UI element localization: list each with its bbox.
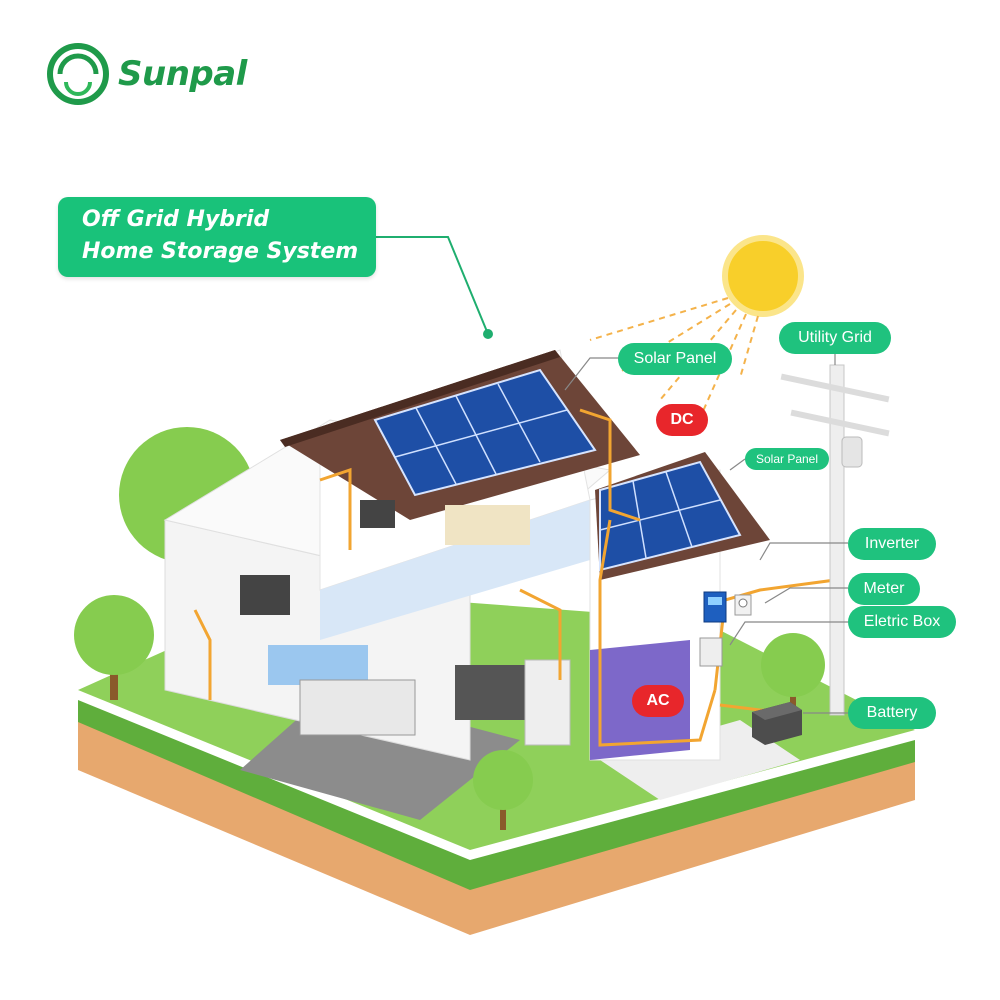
meter-icon <box>734 594 752 616</box>
title-line-1: Off Grid Hybrid <box>82 207 270 232</box>
brand-name: Sunpal <box>118 54 247 94</box>
solar-panel-label: Solar Panel <box>618 343 732 375</box>
inverter-icon <box>703 591 727 623</box>
meter-label: Meter <box>848 573 920 605</box>
sunpal-logo-icon <box>47 43 109 105</box>
battery-icon <box>752 702 802 745</box>
ac-label: AC <box>632 685 684 717</box>
logo-mark-spacer <box>48 44 112 104</box>
title-banner: Off Grid Hybrid Home Storage System <box>58 197 376 277</box>
title-leader-dot <box>483 329 493 339</box>
solar-panel-small-label: Solar Panel <box>745 448 829 470</box>
solar-panel-icon <box>373 368 742 572</box>
electric-box-label: Eletric Box <box>848 606 956 638</box>
brand-logo: Sunpal <box>48 44 247 104</box>
utility-pole-icon <box>780 364 890 716</box>
title-line-2: Home Storage System <box>82 239 359 264</box>
dc-label: DC <box>656 404 708 436</box>
label-leaders <box>564 350 848 714</box>
electric-box-icon <box>699 637 723 667</box>
title-leader-line <box>376 236 489 335</box>
sun-icon <box>589 235 804 419</box>
battery-label: Battery <box>848 697 936 729</box>
utility-grid-label: Utility Grid <box>779 322 891 354</box>
inverter-label: Inverter <box>848 528 936 560</box>
